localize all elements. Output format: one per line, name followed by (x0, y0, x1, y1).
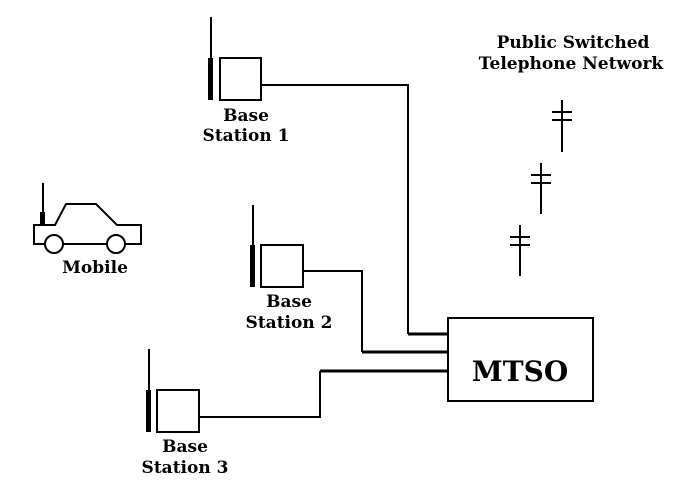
base-station-1-antenna (208, 58, 213, 100)
mtso-box (447, 317, 594, 402)
base-station-1-label-line2: Station 1 (203, 126, 290, 146)
base-station-3: Base Station 3 (142, 349, 229, 478)
base-station-2-antenna (250, 245, 255, 287)
telephone-pole-icon (531, 163, 551, 214)
base-station-2-label-line2: Station 2 (246, 313, 333, 333)
telephone-pole-icon (552, 100, 572, 152)
base-station-1-label-line1: Base (223, 106, 269, 126)
mobile-antenna (40, 212, 45, 224)
base-station-2: Base Station 2 (246, 205, 333, 333)
base-station-2-label-line1: Base (266, 292, 312, 312)
link-bs3-mtso (199, 371, 321, 418)
base-station-1-unit (219, 57, 262, 101)
mtso: MTSO (447, 317, 594, 402)
link-bs1-mtso (261, 84, 409, 334)
pstn: Public Switched Telephone Network (479, 33, 665, 276)
base-station-3-antenna (146, 390, 151, 432)
link-bs2-mtso (303, 270, 363, 352)
mtso-label: MTSO (472, 355, 568, 388)
pstn-label-line1: Public Switched (497, 33, 650, 53)
car-front-wheel (44, 234, 64, 254)
telephone-pole-icon (510, 225, 530, 276)
base-station-3-unit (156, 389, 200, 433)
mobile-label: Mobile (62, 258, 128, 278)
base-station-2-unit (260, 244, 304, 288)
base-station-3-label-line1: Base (162, 437, 208, 457)
car-rear-wheel (106, 234, 126, 254)
car-body (33, 203, 142, 245)
connections (199, 84, 448, 418)
pstn-label-line2: Telephone Network (479, 54, 665, 74)
base-station-3-label-line2: Station 3 (142, 458, 229, 478)
base-station-1: Base Station 1 (203, 17, 290, 146)
mobile-car: Mobile (33, 183, 142, 278)
